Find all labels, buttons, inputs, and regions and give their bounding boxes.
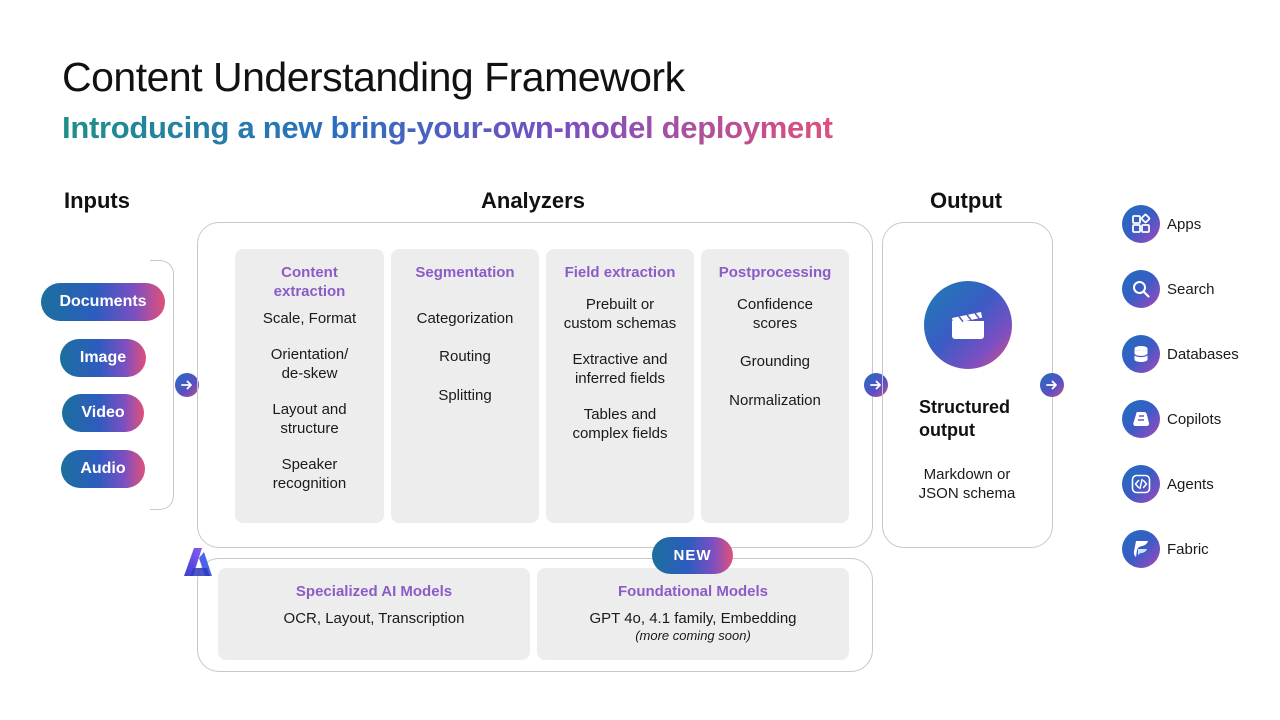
azure-logo-icon <box>182 546 214 578</box>
model-heading: Specialized AI Models <box>295 583 453 600</box>
analyzer-heading: Segmentation <box>415 264 515 281</box>
analyzer-postprocessing: Postprocessing Confidence scores Groundi… <box>701 249 849 523</box>
search-icon <box>1122 270 1160 308</box>
destination-search: Search <box>1122 270 1215 308</box>
destination-copilots: Copilots <box>1122 400 1221 438</box>
analyzer-segmentation: Segmentation Categorization Routing Spli… <box>391 249 539 523</box>
destination-agents: Agents <box>1122 465 1214 503</box>
analyzer-item: Prebuilt or custom schemas <box>563 296 677 332</box>
copilot-icon <box>1122 400 1160 438</box>
destination-apps: Apps <box>1122 205 1201 243</box>
arrow-right-icon <box>175 373 199 397</box>
analyzer-item: Normalization <box>729 392 821 409</box>
page-subtitle: Introducing a new bring-your-own-model d… <box>62 110 833 145</box>
output-description: Markdown or JSON schema <box>918 466 1016 502</box>
analyzer-item: Tables and complex fields <box>572 406 668 442</box>
page-title: Content Understanding Framework <box>62 54 685 100</box>
model-description: GPT 4o, 4.1 family, Embedding <box>589 610 797 627</box>
model-note: (more coming soon) <box>635 628 751 643</box>
analyzer-item: Routing <box>439 348 491 365</box>
analyzer-item: Extractive and inferred fields <box>572 351 668 387</box>
fabric-icon <box>1122 530 1160 568</box>
analyzer-heading: Field extraction <box>564 264 676 281</box>
arrow-right-icon <box>1040 373 1064 397</box>
analyzer-content-extraction: Content extraction Scale, Format Orienta… <box>235 249 384 523</box>
destination-label: Apps <box>1167 215 1202 233</box>
input-audio: Audio <box>61 450 145 488</box>
output-heading: Output <box>930 188 1003 213</box>
analyzer-heading: Postprocessing <box>718 264 832 281</box>
input-image: Image <box>60 339 146 377</box>
code-icon <box>1122 465 1160 503</box>
analyzer-item: Grounding <box>739 353 811 370</box>
specialized-models-card: Specialized AI Models OCR, Layout, Trans… <box>218 568 530 660</box>
database-icon <box>1122 335 1160 373</box>
arrow-right-icon <box>864 373 888 397</box>
model-heading: Foundational Models <box>618 583 768 600</box>
destination-label: Copilots <box>1167 410 1222 428</box>
analyzer-item: Scale, Format <box>262 310 357 327</box>
analyzer-heading: Content extraction <box>273 264 346 300</box>
analyzer-field-extraction: Field extraction Prebuilt or custom sche… <box>546 249 694 523</box>
output-title: Structured output <box>919 397 1011 440</box>
new-badge: NEW <box>652 537 733 574</box>
destination-label: Databases <box>1167 345 1239 363</box>
analyzer-item: Confidence scores <box>737 296 813 332</box>
analyzer-item: Orientation/ de-skew <box>270 346 349 382</box>
apps-icon <box>1122 205 1160 243</box>
analyzer-item: Splitting <box>438 387 492 404</box>
analyzer-item: Speaker recognition <box>272 456 347 492</box>
inputs-heading: Inputs <box>64 188 130 213</box>
models-panel <box>197 558 873 672</box>
foundational-models-card: Foundational Models GPT 4o, 4.1 family, … <box>537 568 849 660</box>
destination-label: Agents <box>1167 475 1214 493</box>
clapperboard-icon <box>924 281 1012 369</box>
input-video: Video <box>62 394 144 432</box>
destination-databases: Databases <box>1122 335 1239 373</box>
inputs-bracket <box>150 260 174 510</box>
analyzers-heading: Analyzers <box>481 188 585 213</box>
analyzer-item: Categorization <box>416 310 514 327</box>
input-documents: Documents <box>41 283 165 321</box>
destination-label: Fabric <box>1167 540 1209 558</box>
analyzer-item: Layout and structure <box>272 401 347 437</box>
model-description: OCR, Layout, Transcription <box>283 610 465 627</box>
destination-label: Search <box>1167 280 1215 298</box>
destination-fabric: Fabric <box>1122 530 1209 568</box>
